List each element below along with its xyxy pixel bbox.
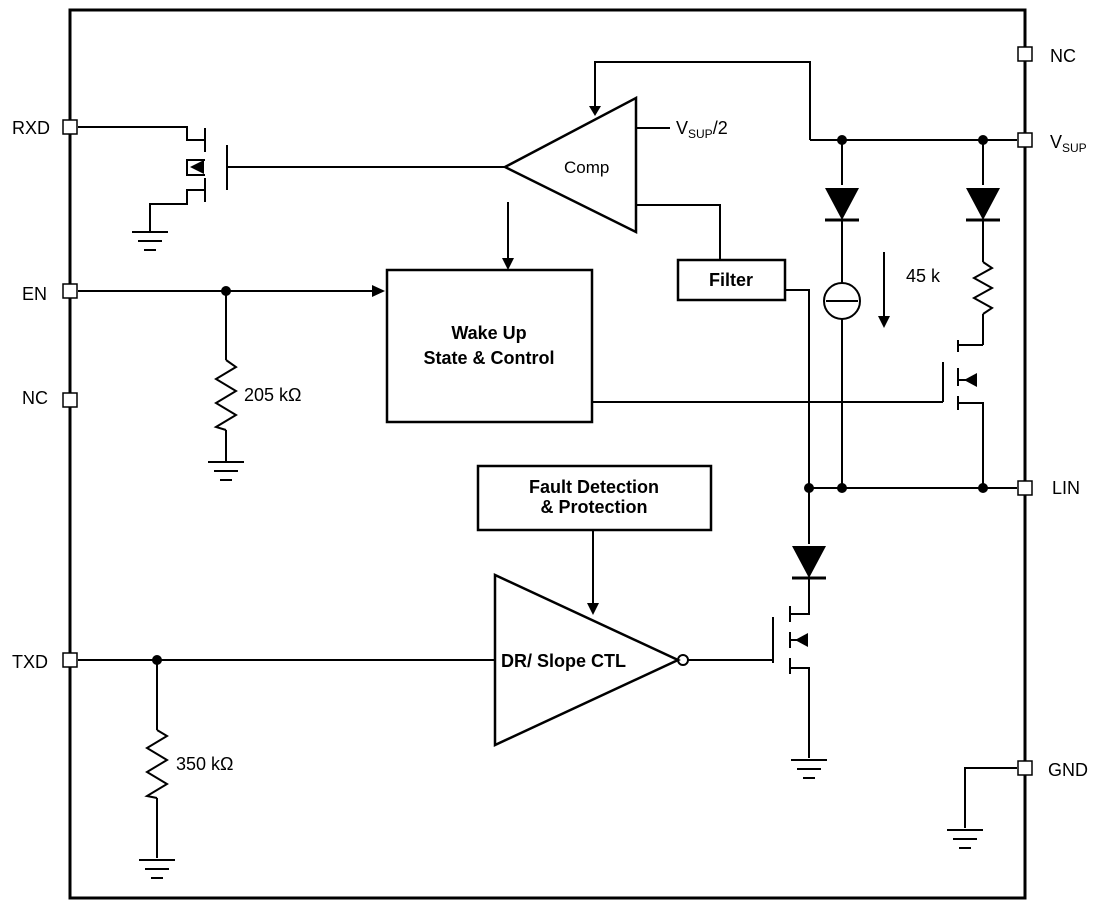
current-source-icon <box>823 282 861 320</box>
resistor-en-label: 205 kΩ <box>244 385 302 405</box>
wake-up-label-line1: Wake Up <box>451 323 526 343</box>
pad-rxd <box>62 119 78 135</box>
wake-mosfet-icon <box>942 340 977 410</box>
lin-output-mosfet-icon <box>772 606 808 674</box>
pin-label-nc-left: NC <box>22 388 48 408</box>
diode-lin-icon <box>792 546 826 580</box>
pad-vsup <box>1017 132 1033 148</box>
arrowhead <box>372 285 385 297</box>
wake-up-label-line2: State & Control <box>423 348 554 368</box>
resistor-en-icon <box>213 359 238 431</box>
pad-gnd <box>1017 760 1033 776</box>
resistor-txd-label: 350 kΩ <box>176 754 234 774</box>
ground-txd-icon <box>139 859 175 879</box>
pad-lin <box>1017 480 1033 496</box>
fault-label-line2: & Protection <box>540 497 647 517</box>
pad-nc-left <box>62 392 78 408</box>
pad-nc-right <box>1017 46 1033 62</box>
pin-label-rxd: RXD <box>12 118 50 138</box>
current-direction-arrow-icon <box>878 252 890 328</box>
ground-rxd-icon <box>132 231 168 251</box>
resistor-txd-icon <box>144 729 169 799</box>
junction-dot <box>221 286 231 296</box>
pin-label-nc-right: NC <box>1050 46 1076 66</box>
driver-inverting-bubble <box>677 654 689 666</box>
driver-label: DR/ Slope CTL <box>501 651 626 671</box>
ground-lin-driver-icon <box>791 759 827 779</box>
arrowhead <box>502 258 514 270</box>
comparator-label: Comp <box>564 158 609 177</box>
ground-en-icon <box>208 461 244 481</box>
pin-label-lin: LIN <box>1052 478 1080 498</box>
wires <box>78 61 1017 858</box>
junction-dot <box>837 483 847 493</box>
arrowhead <box>589 106 601 116</box>
diode-vsup-right-icon <box>966 188 1000 222</box>
pin-label-en: EN <box>22 284 47 304</box>
fault-label-line1: Fault Detection <box>529 477 659 497</box>
junction-dot <box>978 483 988 493</box>
driver-block <box>493 573 681 747</box>
junction-dot <box>837 135 847 145</box>
comparator <box>502 95 638 235</box>
pin-label-vsup: VSUP <box>1050 132 1087 155</box>
junction-dot <box>978 135 988 145</box>
pin-label-gnd: GND <box>1048 760 1088 780</box>
filter-block <box>676 258 787 302</box>
pad-en <box>62 283 78 299</box>
pin-label-txd: TXD <box>12 652 48 672</box>
fault-detection-block <box>476 464 713 532</box>
resistor-lin-label: 45 k <box>906 266 941 286</box>
pad-txd <box>62 652 78 668</box>
junction-dot <box>152 655 162 665</box>
ground-gnd-pin-icon <box>947 829 983 849</box>
vsup-half-label: VSUP/2 <box>676 118 728 141</box>
junction-dot <box>804 483 814 493</box>
rxd-mosfet-icon <box>186 128 232 202</box>
wake-up-control-block <box>385 268 594 424</box>
filter-label: Filter <box>709 270 753 290</box>
diode-vsup-left-icon <box>825 188 859 222</box>
resistor-lin-icon <box>971 261 995 315</box>
arrowhead <box>587 603 599 615</box>
chip-outline <box>68 8 1027 900</box>
